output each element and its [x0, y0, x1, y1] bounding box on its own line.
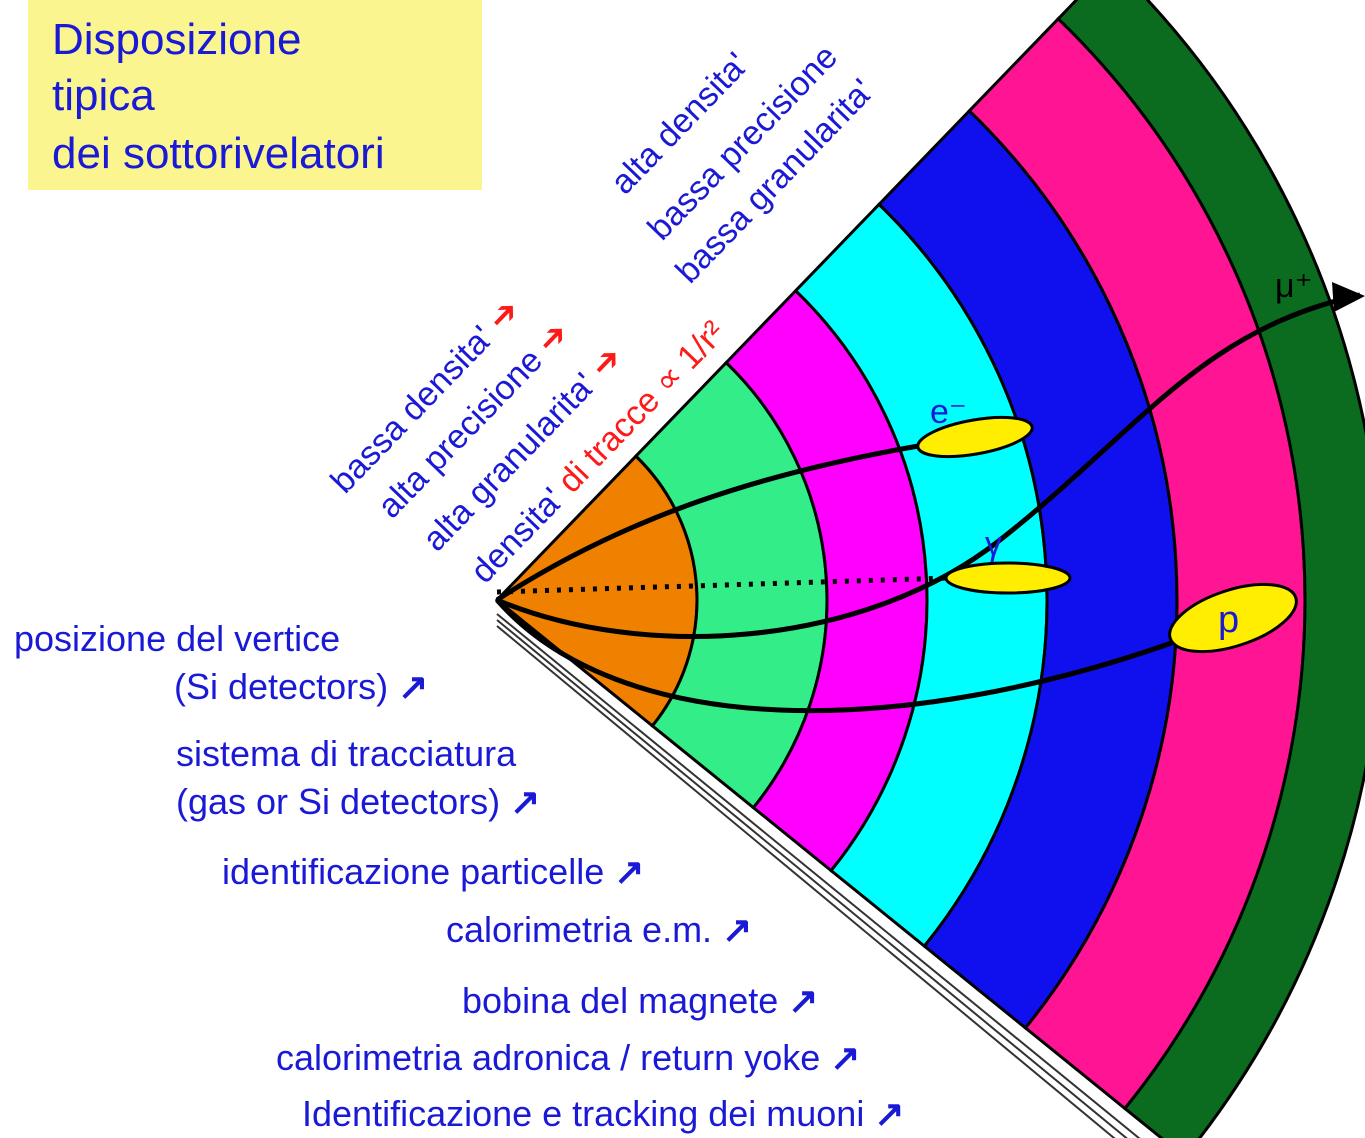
photon-track: [496, 575, 951, 595]
up-right-arrow-icon: ↗: [830, 1037, 861, 1078]
proton-label: p: [1218, 599, 1239, 641]
up-right-arrow-icon: ↗: [874, 1093, 905, 1134]
electron-cluster: [916, 415, 1034, 459]
electron-track: [495, 437, 956, 603]
legend-pid: identificazione particelle↗: [222, 851, 645, 892]
up-right-arrow-icon: ↗: [722, 909, 753, 950]
legend-em-calo: calorimetria e.m.↗: [446, 909, 753, 950]
legend-tracking-name: sistema di tracciatura: [176, 733, 517, 774]
legend-magnet: bobina del magnete↗: [462, 980, 819, 1021]
base-shadow-line: [496, 619, 1128, 1138]
layer-muon: [1056, 0, 1365, 1138]
legend-tracking-sub: (gas or Si detectors)↗: [176, 781, 541, 822]
base-shadow-line: [496, 613, 1141, 1138]
up-right-arrow-icon: ↗: [614, 851, 645, 892]
proton-track: [495, 598, 1181, 714]
legend-muon: Identificazione e tracking dei muoni↗: [302, 1093, 905, 1134]
muon-track: [496, 292, 1361, 639]
photon-label: γ: [985, 525, 1002, 563]
legend-vertex-name: posizione del vertice: [14, 618, 341, 659]
title-line-1: Disposizione: [52, 15, 302, 64]
base-shadow-line: [496, 625, 1116, 1138]
muon-arrowhead-icon: [1332, 282, 1365, 312]
up-right-arrow-icon: ↗: [510, 781, 541, 822]
legend-hadron-calo: calorimetria adronica / return yoke↗: [276, 1037, 861, 1078]
up-right-arrow-icon: ↗: [788, 980, 819, 1021]
title-line-3: dei sottorivelatori: [52, 129, 385, 178]
up-right-arrow-icon: ↗: [398, 666, 429, 707]
photon-cluster: [944, 561, 1072, 595]
electron-label: e⁻: [930, 393, 967, 431]
title-box: Disposizione tipica dei sottorivelatori: [28, 0, 482, 190]
proton-cluster: [1168, 582, 1298, 654]
title-line-2: tipica: [52, 71, 155, 120]
muon-label: μ⁺: [1275, 267, 1313, 305]
legend-vertex-sub: (Si detectors)↗: [174, 666, 429, 707]
